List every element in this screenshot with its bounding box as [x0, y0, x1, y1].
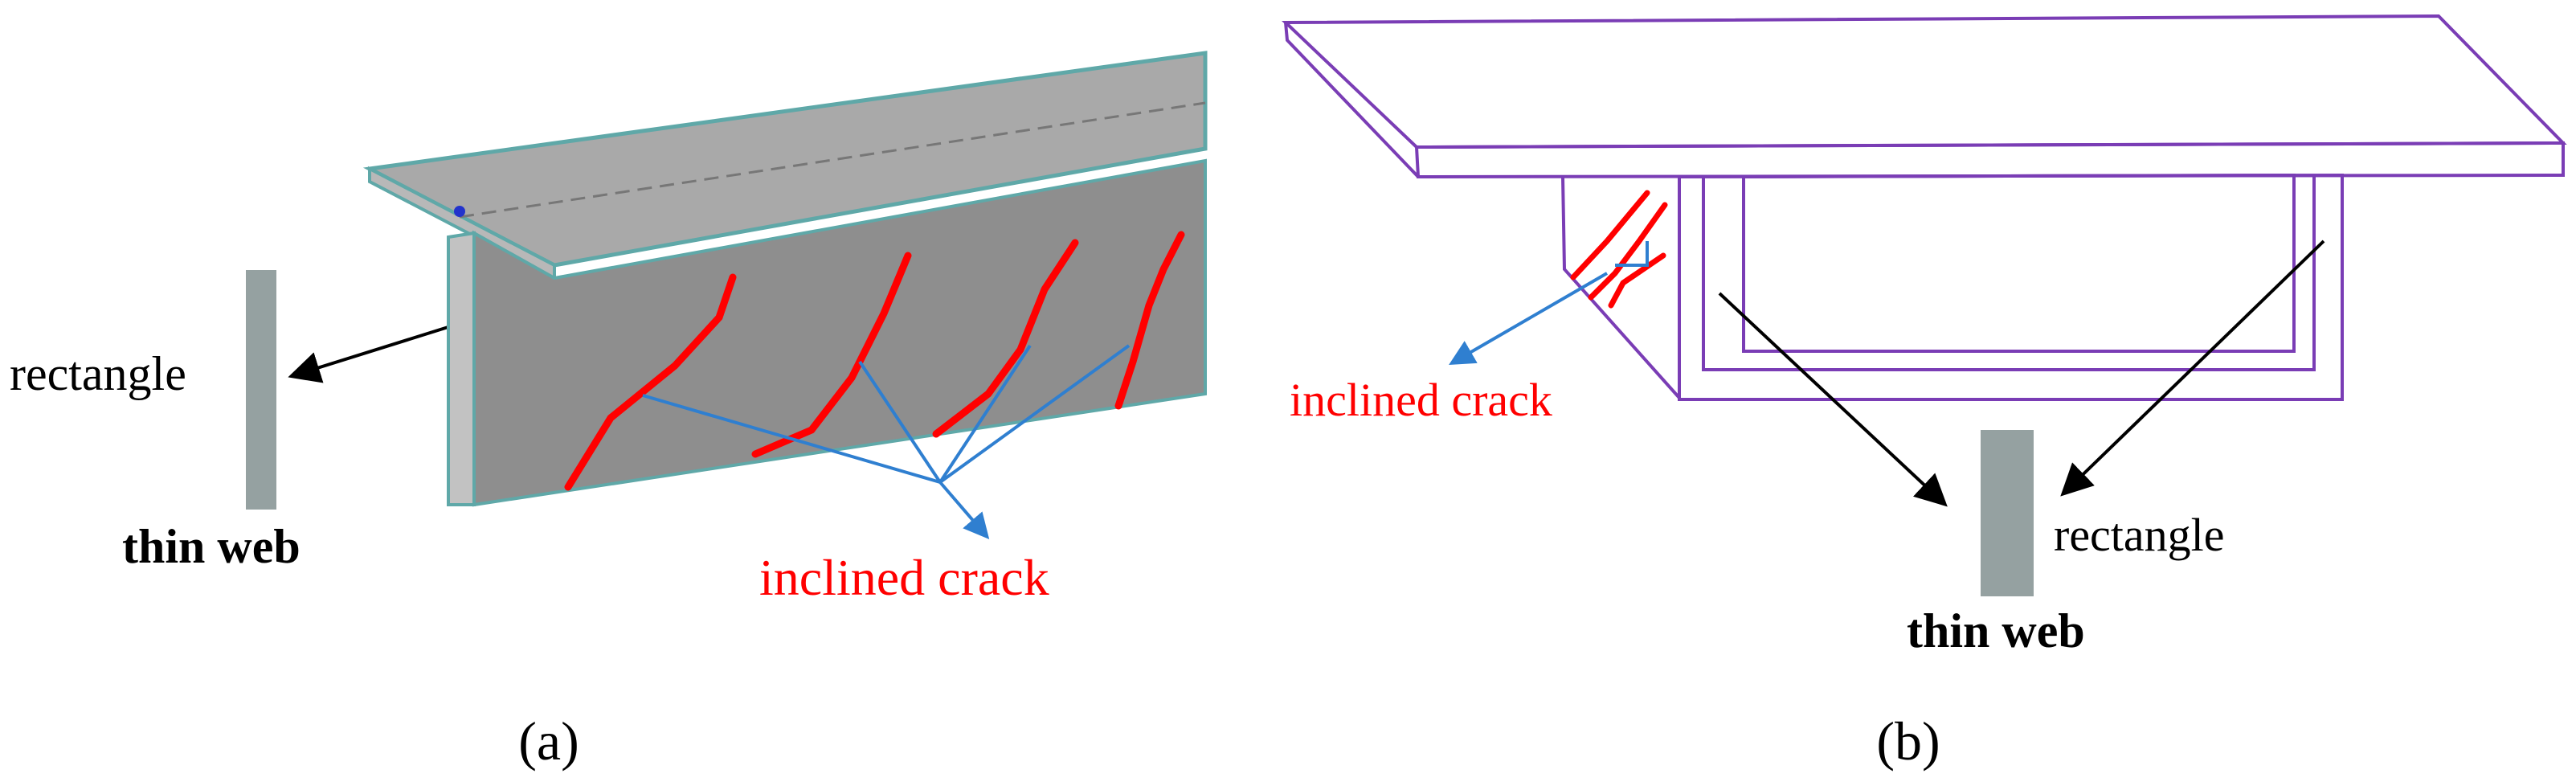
crack-line [1570, 190, 1650, 280]
panel-a: rectangle thin web inclined cra [10, 51, 1208, 772]
label-thin-web-a: thin web [122, 520, 301, 573]
box-outer-b [1678, 173, 2344, 401]
caption-a: (a) [518, 710, 579, 772]
web-face-a [472, 158, 1207, 507]
slab-top-b [1282, 14, 2567, 149]
label-rectangle-b: rectangle [2054, 509, 2225, 561]
crack-leader-b [1449, 241, 1649, 366]
crack-leaders-a [642, 344, 1131, 540]
crack-line [1114, 231, 1185, 410]
flange-centerline-a [459, 101, 1206, 219]
panel-b-annotations: inclined crack rectangle thin web (b) [1290, 190, 2325, 772]
arrow-right-to-rectangle-b [2060, 240, 2325, 497]
label-crack-a: inclined crack [759, 549, 1049, 606]
crack-line [1588, 202, 1668, 301]
crack-leader-arrow-a [938, 481, 990, 540]
cracks-b [1570, 190, 1668, 309]
slab-left-b [1284, 22, 1420, 178]
crack-line [932, 239, 1079, 438]
label-thin-web-b: thin web [1907, 604, 2085, 657]
label-rectangle-a: rectangle [10, 347, 186, 400]
flange-point-a [454, 206, 465, 217]
web-side-a [447, 231, 476, 506]
crack-line [1608, 252, 1666, 309]
slab-front-b [1414, 141, 2565, 179]
box-inner-b [1742, 173, 2296, 353]
web-left-side-b [1561, 176, 1681, 399]
inner-web-b [1702, 177, 2316, 371]
panel-b [1282, 14, 2567, 401]
arrow-to-rectangle-a [288, 320, 467, 383]
caption-b: (b) [1876, 710, 1940, 772]
thin-web-rectangle-a [246, 270, 276, 510]
label-crack-b: inclined crack [1290, 374, 1552, 426]
thin-web-rectangle-b [1981, 430, 2034, 596]
crack-line [564, 273, 737, 491]
crack-leader-arrow-b [1449, 272, 1609, 366]
arrow-left-to-rectangle-b [1718, 292, 1948, 507]
